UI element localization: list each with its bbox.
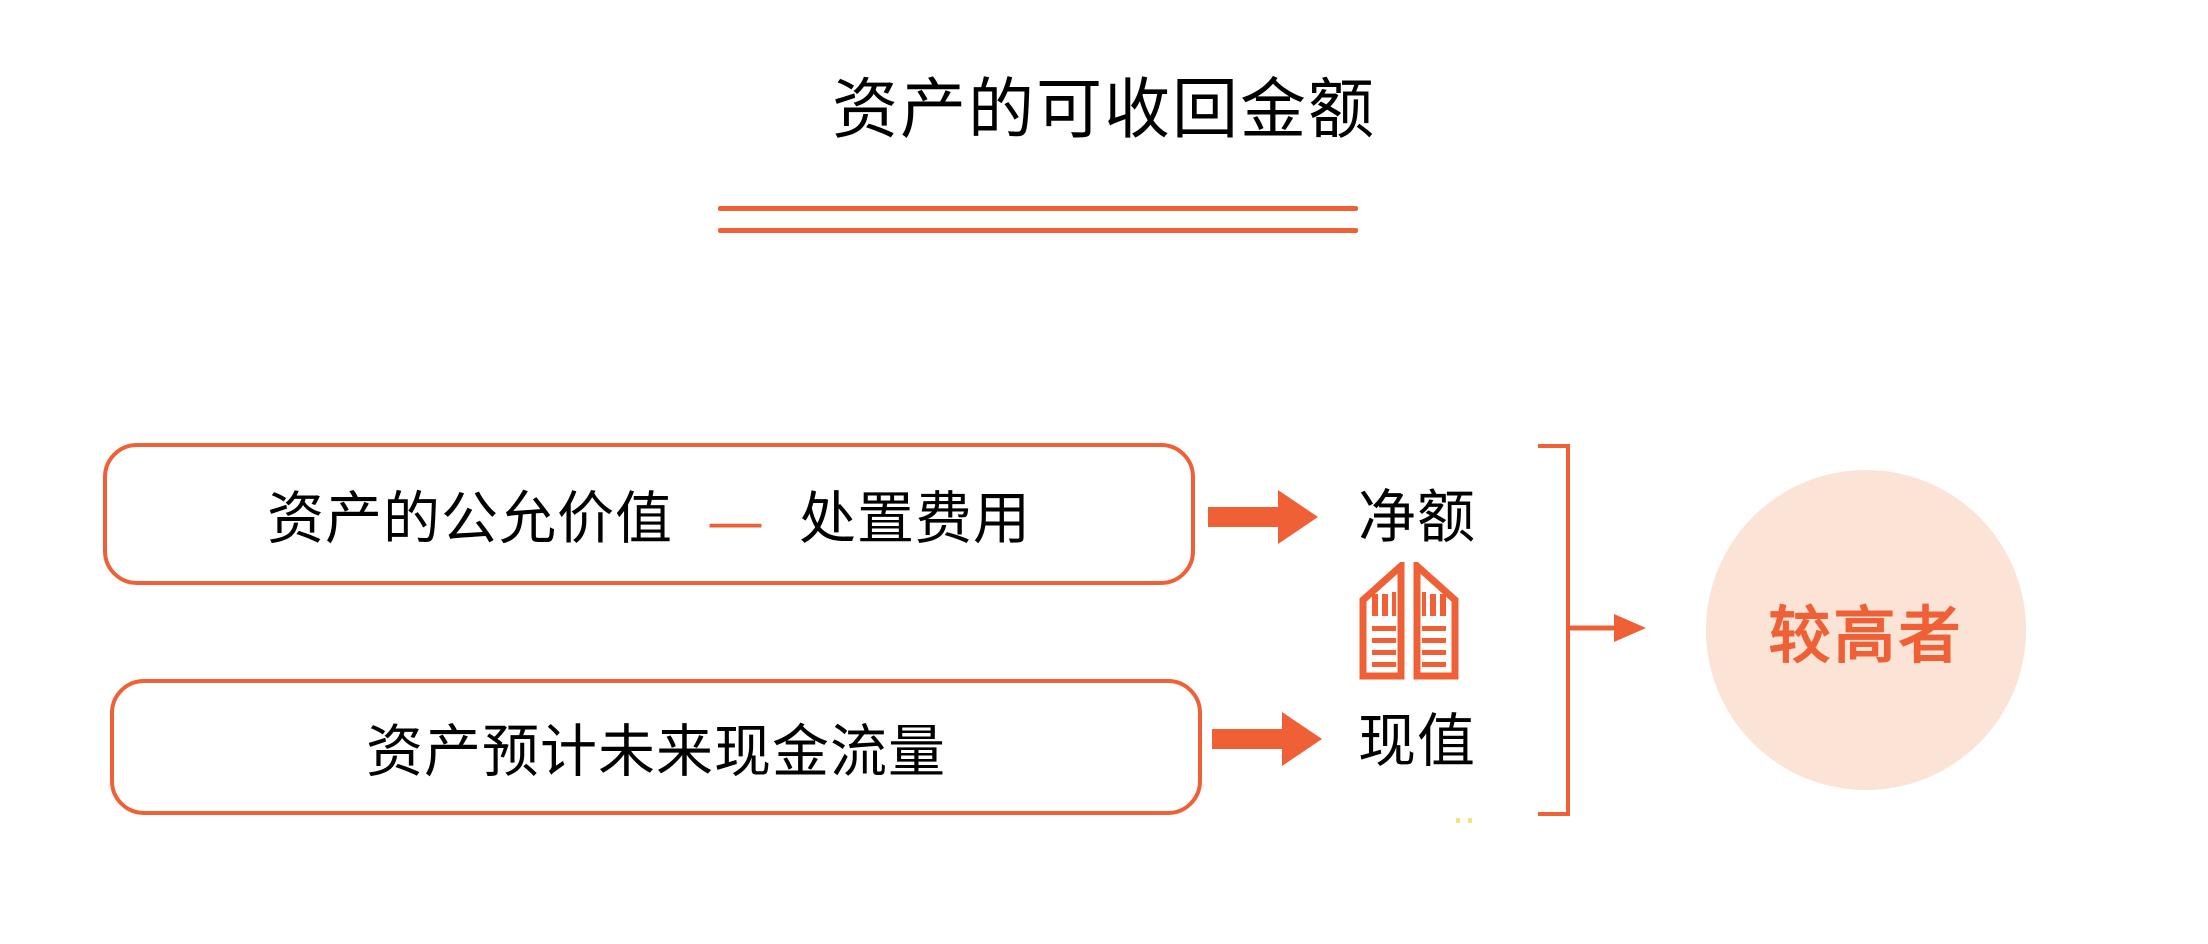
term-disposal-cost: 处置费用 [799, 485, 1031, 552]
result-label-present-value: 现值 [1358, 707, 1477, 775]
brace-top-arm [1538, 444, 1570, 448]
conclusion-circle[interactable]: 较高者 [1706, 470, 2026, 790]
term-asset-future-cash-flow: 资产预计未来现金流量 [366, 719, 946, 785]
artifact-speck [1468, 818, 1472, 823]
minus-operator-icon: — [707, 489, 765, 556]
formula-box-fair-value[interactable]: 资产的公允价值 — 处置费用 [103, 443, 1195, 585]
artifact-speck [1456, 818, 1460, 823]
title-underline-rule-top [718, 206, 1358, 211]
block-arrow-right-icon-fair-value [1208, 490, 1318, 544]
block-arrow-right-icon-cash-flow [1212, 712, 1322, 766]
twin-towers-icon [1345, 562, 1473, 682]
thin-arrow-right-icon [1568, 608, 1648, 648]
page-title: 资产的可收回金额 [832, 71, 1376, 148]
result-label-net-amount: 净额 [1358, 483, 1477, 551]
title-underline-rule-bottom [718, 228, 1358, 233]
formula-box-cash-flow[interactable]: 资产预计未来现金流量 [110, 679, 1202, 815]
formula-box-fair-value-text: 资产的公允价值 — 处置费用 [267, 473, 1031, 556]
brace-bottom-arm [1538, 812, 1570, 816]
title-underline [718, 206, 1358, 236]
conclusion-label: 较高者 [1768, 599, 1964, 672]
term-asset-fair-value: 资产的公允价值 [267, 485, 673, 552]
